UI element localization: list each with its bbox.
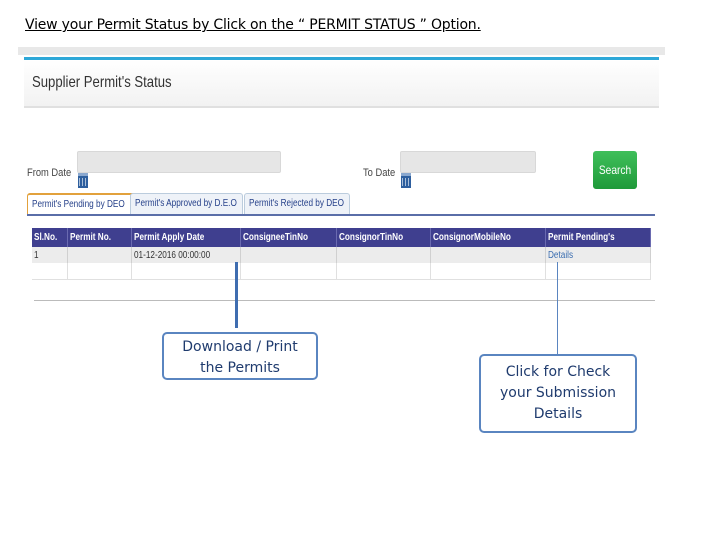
callout-line: your Submission xyxy=(499,385,617,401)
tab-rejected-by-deo[interactable]: Permit's Rejected by DEO xyxy=(244,193,350,214)
check-details-callout: Click for Check your Submission Details xyxy=(479,354,637,433)
column-header: Permit Pending's xyxy=(545,228,651,247)
column-header: ConsignorTinNo xyxy=(336,228,431,247)
callout-line: Click for Check xyxy=(505,364,611,380)
table-header-row: Sl.No. Permit No. Permit Apply Date Cons… xyxy=(32,228,651,247)
table-row-empty xyxy=(32,263,651,280)
tab-approved-by-deo[interactable]: Permit's Approved by D.E.O xyxy=(130,193,243,214)
tab-underline xyxy=(27,214,655,216)
table-cell-consignee-tin xyxy=(240,247,337,263)
empty-cell xyxy=(336,263,431,280)
empty-cell xyxy=(67,263,132,280)
to-date-label: To Date xyxy=(363,167,396,179)
empty-cell xyxy=(32,263,68,280)
to-date-field[interactable] xyxy=(400,151,536,173)
empty-cell xyxy=(131,263,241,280)
connector-download xyxy=(235,262,238,328)
details-link[interactable]: Details xyxy=(547,249,573,261)
table-cell-consignor-tin xyxy=(336,247,431,263)
table-row: 1 01-12-2016 00:00:00 Details xyxy=(32,247,651,263)
title-bar: Supplier Permit's Status xyxy=(24,60,659,108)
search-button[interactable]: Search xyxy=(593,151,637,189)
callout-line: Details xyxy=(533,406,583,422)
tab-label: Permit's Pending by DEO xyxy=(32,199,125,210)
screenshot-panel: Supplier Permit's Status From Date To Da… xyxy=(18,47,665,307)
table-cell-details[interactable]: Details xyxy=(545,247,651,263)
table-cell-slno: 1 xyxy=(32,247,68,263)
connector-details xyxy=(557,262,558,354)
top-bar xyxy=(18,47,665,55)
permit-table: Sl.No. Permit No. Permit Apply Date Cons… xyxy=(32,228,651,280)
table-cell-consignor-mobile xyxy=(430,247,546,263)
callout-line: the Permits xyxy=(200,360,280,376)
from-date-field[interactable] xyxy=(77,151,281,173)
calendar-icon[interactable] xyxy=(78,173,88,188)
column-header: ConsigneeTinNo xyxy=(240,228,337,247)
instruction-heading: View your Permit Status by Click on the … xyxy=(25,17,481,33)
column-header: Permit No. xyxy=(67,228,132,247)
table-cell-apply-date: 01-12-2016 00:00:00 xyxy=(131,247,241,263)
download-print-callout: Download / Print the Permits xyxy=(162,332,318,380)
tab-label: Permit's Approved by D.E.O xyxy=(135,198,237,209)
table-bottom-line xyxy=(34,300,655,301)
table-cell-permit-no[interactable] xyxy=(67,247,132,263)
empty-cell xyxy=(240,263,337,280)
column-header: Sl.No. xyxy=(32,228,68,247)
page-title: Supplier Permit's Status xyxy=(32,74,172,91)
tab-label: Permit's Rejected by DEO xyxy=(249,198,344,209)
search-button-label: Search xyxy=(598,163,632,177)
empty-cell xyxy=(430,263,546,280)
column-header: ConsignorMobileNo xyxy=(430,228,546,247)
from-date-label: From Date xyxy=(27,167,72,179)
accent-bar xyxy=(24,57,659,60)
tab-pending-by-deo[interactable]: Permit's Pending by DEO xyxy=(27,193,137,215)
empty-cell xyxy=(545,263,651,280)
column-header: Permit Apply Date xyxy=(131,228,241,247)
calendar-icon[interactable] xyxy=(401,173,411,188)
callout-line: Download / Print xyxy=(182,339,298,355)
